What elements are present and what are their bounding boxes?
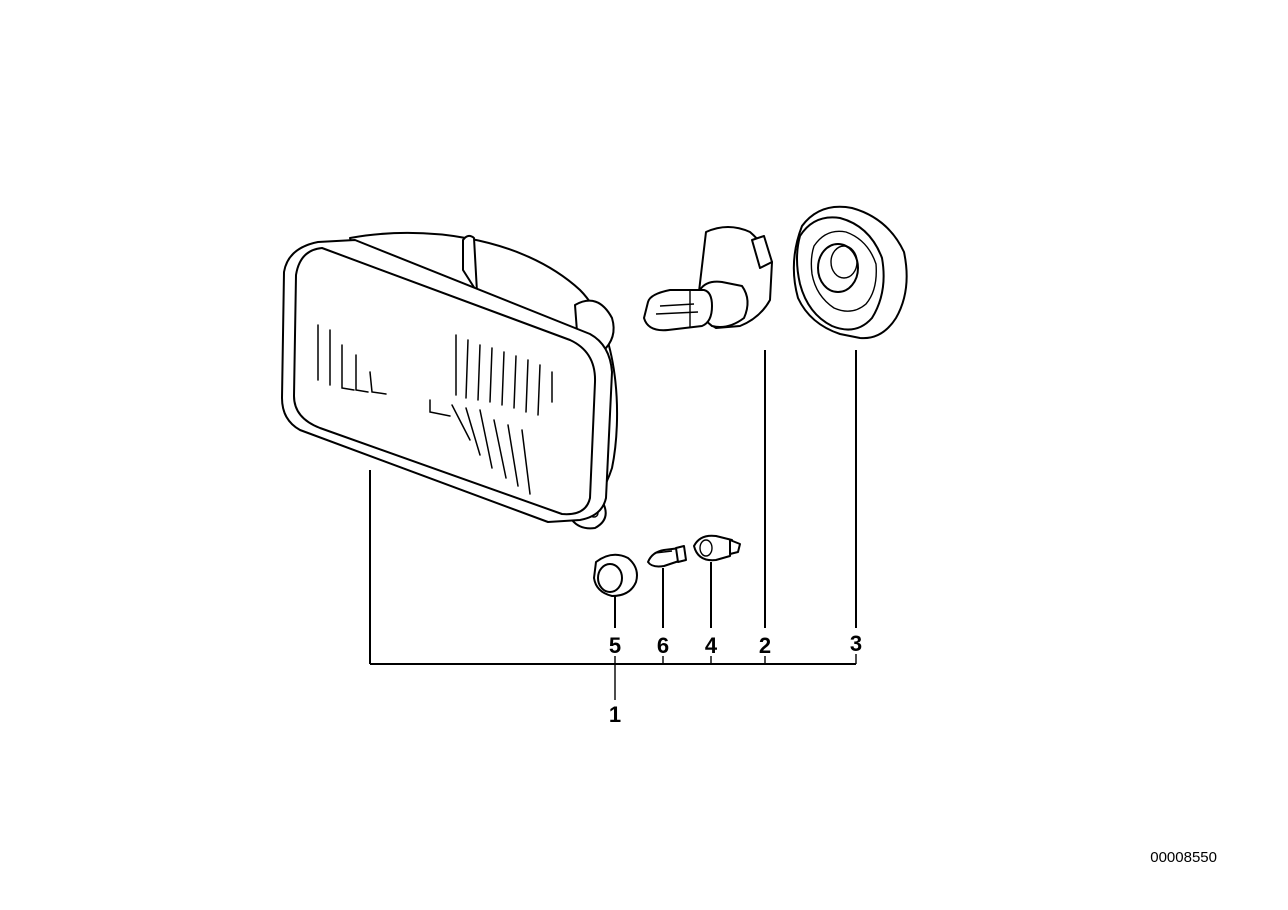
callout-2: 2 [759, 633, 771, 658]
lens-pattern [317, 324, 553, 495]
halogen-bulb-part [643, 226, 773, 332]
grommet-part [593, 553, 638, 597]
small-bulb-part [647, 545, 687, 568]
callout-4: 4 [705, 633, 718, 658]
callout-3: 3 [850, 631, 862, 656]
callout-1: 1 [609, 702, 621, 727]
callout-5: 5 [609, 633, 621, 658]
leader-lines [369, 350, 857, 700]
diagram-id: 00008550 [1150, 849, 1217, 866]
bulb-socket-part [693, 534, 741, 562]
headlight-assembly [281, 231, 619, 530]
rubber-cap-part [792, 205, 908, 340]
callout-6: 6 [657, 633, 669, 658]
